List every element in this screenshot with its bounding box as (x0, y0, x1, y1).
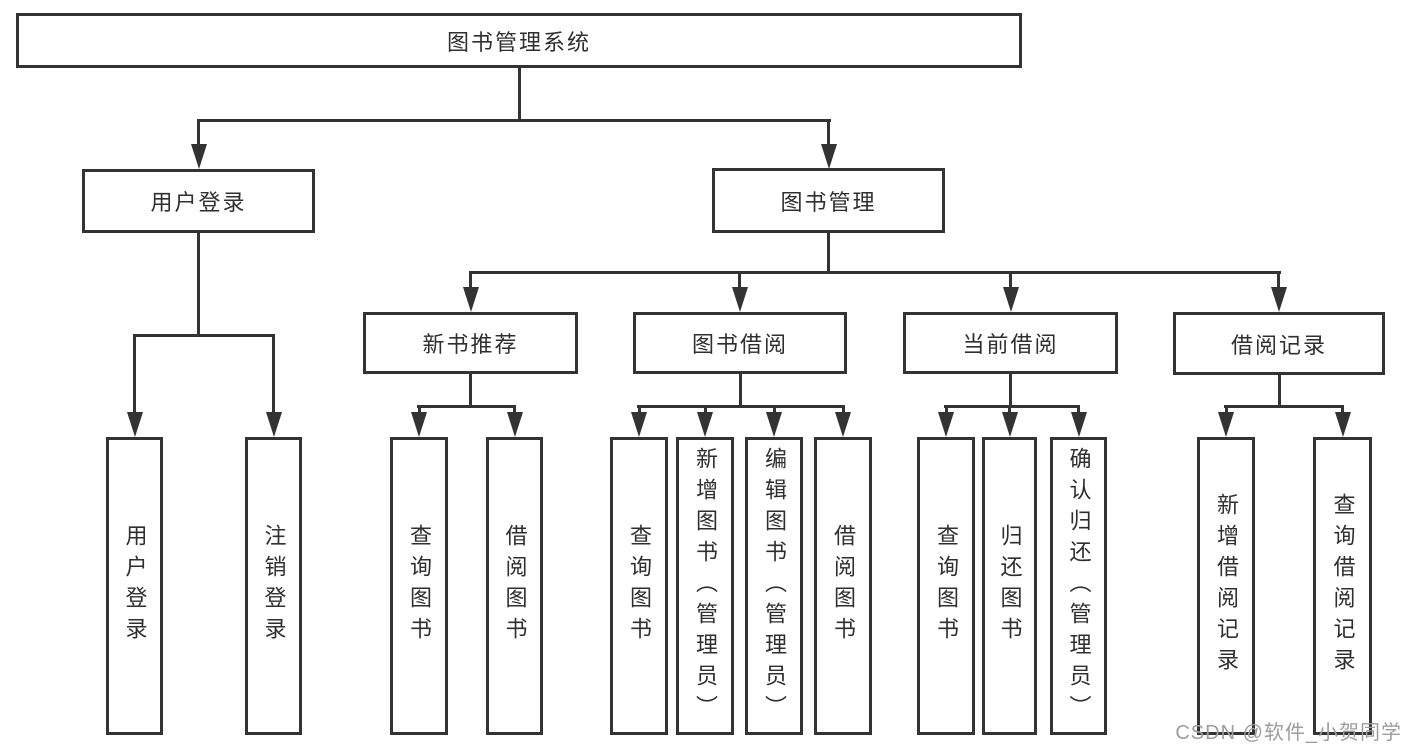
connector-stem (1008, 405, 1011, 414)
node-new-book-recommend-label: 新书推荐 (422, 332, 519, 357)
connector-stem (739, 374, 742, 407)
node-library-system-label: 图书管理系统 (446, 29, 591, 55)
node-borrow-records: 借阅记录 (1173, 312, 1385, 375)
leaf-query-borrow-record: 查询借阅记录 (1313, 437, 1372, 735)
arrow-down-icon (835, 412, 851, 437)
leaf-borrow-books: 借阅图书 (814, 437, 872, 735)
arrow-down-icon (821, 144, 837, 169)
node-book-borrow-label: 图书借阅 (691, 332, 788, 357)
leaf-logout: 注销登录 (245, 437, 302, 735)
leaf-user-login: 用户登录 (106, 437, 163, 735)
node-book-management: 图书管理 (712, 168, 945, 233)
node-current-borrow: 当前借阅 (903, 312, 1118, 374)
arrow-down-icon (1218, 412, 1234, 437)
connector-stem (469, 271, 472, 289)
arrow-down-icon (463, 287, 479, 312)
arrow-down-icon (732, 287, 748, 312)
leaf-return-books: 归还图书 (982, 437, 1037, 735)
arrow-down-icon (1071, 412, 1087, 437)
node-borrow-records-label: 借阅记录 (1230, 332, 1327, 358)
connector-stem (704, 405, 707, 414)
node-book-borrow: 图书借阅 (633, 312, 847, 374)
connector-stem (1009, 271, 1012, 289)
connector-stem (1225, 405, 1228, 414)
connector-user-login-vertical (197, 233, 200, 336)
leaf-logout-label: 注销登录 (261, 524, 287, 648)
arrow-down-icon (1003, 287, 1019, 312)
connector-book-mgmt-vertical (827, 233, 830, 273)
connector-root-horizontal (197, 119, 831, 122)
connector-stem (1009, 374, 1012, 407)
arrow-down-icon (766, 412, 782, 437)
arrow-down-icon (507, 412, 523, 437)
connector-stem (827, 119, 830, 147)
leaf-add-borrow-record-label: 新增借阅记录 (1214, 493, 1239, 679)
leaf-query-borrow-record-label: 查询借阅记录 (1330, 493, 1356, 679)
leaf-recommend-query-books: 查询图书 (390, 437, 448, 735)
leaf-add-books-admin-label: 新增图书（管理员） (693, 446, 718, 726)
node-library-system: 图书管理系统 (16, 13, 1022, 68)
arrow-down-icon (411, 412, 427, 437)
connector-stem (945, 405, 948, 414)
arrow-down-icon (1335, 412, 1351, 437)
leaf-borrow-query-books: 查询图书 (610, 437, 668, 735)
connector-stem (272, 334, 275, 414)
connector-root-vertical (518, 68, 521, 120)
arrow-down-icon (938, 412, 954, 437)
arrow-down-icon (1002, 412, 1018, 437)
connector-stem (418, 405, 421, 414)
node-current-borrow-label: 当前借阅 (962, 332, 1059, 357)
csdn-watermark: CSDN @软件_小贺同学 (1175, 722, 1402, 744)
node-user-login: 用户登录 (82, 169, 315, 233)
arrow-down-icon (127, 412, 143, 437)
leaf-add-books-admin: 新增图书（管理员） (676, 437, 734, 735)
leaf-borrow-books-label: 借阅图书 (831, 524, 856, 648)
leaf-user-login-label: 用户登录 (122, 524, 148, 648)
leaf-borrow-query-books-label: 查询图书 (627, 524, 652, 648)
connector-group-horizontal (417, 405, 516, 408)
connector-book-mgmt-horizontal (469, 271, 1281, 274)
leaf-edit-books-admin: 编辑图书（管理员） (745, 437, 803, 735)
leaf-recommend-query-books-label: 查询图书 (407, 524, 432, 648)
connector-stem (1277, 271, 1280, 289)
connector-stem (738, 271, 741, 289)
connector-group-horizontal (944, 405, 1080, 408)
leaf-add-borrow-record: 新增借阅记录 (1197, 437, 1255, 735)
connector-stem (1278, 375, 1281, 407)
connector-stem (469, 374, 472, 407)
leaf-current-query-books-label: 查询图书 (934, 524, 959, 648)
leaf-current-query-books: 查询图书 (917, 437, 975, 735)
leaf-return-books-label: 归还图书 (997, 524, 1023, 648)
node-book-management-label: 图书管理 (780, 189, 877, 215)
node-user-login-label: 用户登录 (150, 190, 247, 215)
leaf-recommend-borrow-books: 借阅图书 (486, 437, 543, 735)
leaf-confirm-return-admin: 确认归还（管理员） (1050, 437, 1107, 735)
connector-stem (513, 405, 516, 414)
node-new-book-recommend: 新书推荐 (363, 312, 578, 374)
connector-group-horizontal (1224, 405, 1344, 408)
arrow-down-icon (266, 412, 282, 437)
arrow-down-icon (1271, 287, 1287, 312)
connector-stem (1341, 405, 1344, 414)
connector-stem (773, 405, 776, 414)
connector-stem (842, 405, 845, 414)
arrow-down-icon (697, 412, 713, 437)
leaf-confirm-return-admin-label: 确认归还（管理员） (1066, 446, 1092, 726)
connector-group-horizontal (637, 405, 845, 408)
connector-stem (197, 119, 200, 147)
leaf-edit-books-admin-label: 编辑图书（管理员） (762, 446, 787, 726)
leaf-recommend-borrow-books-label: 借阅图书 (502, 524, 528, 648)
arrow-down-icon (191, 144, 207, 169)
connector-stem (133, 334, 136, 414)
connector-stem (638, 405, 641, 414)
connector-user-login-horizontal (133, 334, 275, 337)
arrow-down-icon (631, 412, 647, 437)
connector-stem (1077, 405, 1080, 414)
